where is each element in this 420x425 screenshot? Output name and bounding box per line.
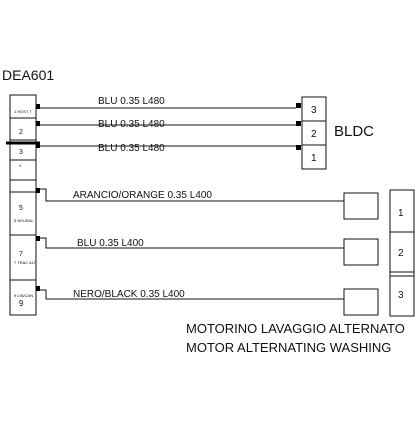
motor-pin-1-label: 1 — [398, 208, 404, 219]
connector-dea601: 1 HOST T 2 3 4 5 5 NEURAL 7 7 TRAC ALT 9… — [6, 94, 40, 316]
terminal-pin-5 — [36, 188, 40, 193]
bldc-pin-2-label: 2 — [311, 129, 317, 140]
pin-1-small-label: 1 HOST T — [14, 109, 32, 114]
connector-title: DEA601 — [2, 67, 54, 83]
connector-body — [9, 94, 37, 316]
terminal-pin-1 — [36, 104, 40, 109]
pin-9-label: 9 — [19, 299, 24, 308]
motor-caption-it: MOTORINO LAVAGGIO ALTERNATO — [186, 321, 405, 336]
motor-terminal-2 — [343, 238, 379, 266]
motor-wires: ARANCIO/ORANGE 0.35 L400 BLU 0.35 L400 N… — [40, 188, 344, 300]
terminal-pin-9 — [36, 286, 40, 291]
terminal-pin-2 — [36, 121, 40, 126]
motor-connector: 1 2 3 — [389, 189, 415, 317]
bldc-connector: 3 2 1 BLDC — [296, 96, 374, 170]
wire-4 — [40, 188, 344, 202]
motor-pin-3-label: 3 — [398, 290, 404, 301]
motor-connector-body — [389, 189, 415, 317]
bldc-wires: BLU 0.35 L480 BLU 0.35 L480 BLU 0.35 L48… — [40, 96, 296, 154]
wire-5 — [40, 237, 344, 249]
pin-5-small-label: 5 NEURAL — [14, 218, 34, 223]
wire-4-label: ARANCIO/ORANGE 0.35 L400 — [73, 190, 212, 201]
wire-3-label: BLU 0.35 L480 — [98, 143, 165, 154]
bldc-terminal-2 — [296, 121, 301, 126]
terminal-pin-3 — [36, 143, 40, 148]
pin-7-small-label: 7 TRAC ALT — [14, 260, 37, 265]
motor-pin-2-label: 2 — [398, 248, 404, 259]
motor-caption-en: MOTOR ALTERNATING WASHING — [186, 340, 391, 355]
bldc-body — [301, 96, 327, 170]
wire-6 — [40, 289, 344, 300]
pin-2-label: 2 — [19, 129, 23, 136]
pin-3-label: 3 — [19, 149, 23, 156]
pin-9-small-label: 9 LIN/CAN — [14, 293, 33, 298]
wire-2-label: BLU 0.35 L480 — [98, 119, 165, 130]
motor-terminal-1 — [343, 192, 379, 220]
bldc-pin-3-label: 3 — [311, 105, 317, 116]
bldc-terminal-3 — [296, 103, 301, 108]
motor-terminal-3 — [343, 288, 379, 316]
pin-4-small-label: 4 — [19, 163, 22, 168]
pin-7-label: 7 — [19, 251, 23, 258]
terminal-pin-7 — [36, 236, 40, 241]
motor-terminals — [343, 192, 379, 316]
bldc-terminal-1 — [296, 145, 301, 150]
wire-1-label: BLU 0.35 L480 — [98, 96, 165, 107]
bldc-pin-1-label: 1 — [311, 153, 317, 164]
wire-6-label: NERO/BLACK 0.35 L400 — [73, 289, 185, 300]
wire-5-label: BLU 0.35 L400 — [77, 238, 144, 249]
bldc-label: BLDC — [334, 123, 374, 140]
pin-5-label: 5 — [19, 205, 23, 212]
